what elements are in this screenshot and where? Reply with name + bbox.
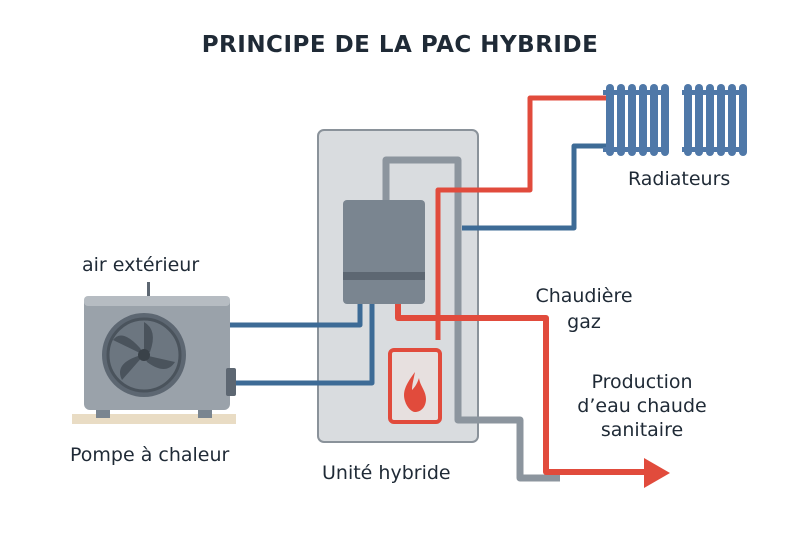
boiler-module [343, 200, 425, 304]
radiator-icon [603, 84, 669, 156]
outside-air-label: air extérieur [82, 254, 200, 276]
dhw-label-line2: d’eau chaude [577, 395, 707, 417]
grey-pipe-top [382, 156, 560, 482]
hot-pipe-dhw [395, 300, 648, 475]
dhw-arrow-head [644, 458, 670, 488]
boiler-label-line2: gaz [567, 311, 601, 333]
cold-pipe-hp-lower [232, 300, 375, 386]
boiler-module-band [343, 272, 425, 280]
flame-box [388, 348, 442, 424]
fan-icon [102, 313, 186, 397]
hybrid-unit-label: Unité hybride [322, 462, 451, 484]
boiler-label-line1: Chaudière [535, 285, 633, 307]
flame-icon [404, 372, 426, 412]
radiator-icon [682, 84, 747, 156]
cold-pipe-radiators [462, 143, 610, 231]
heat-pump-unit [72, 282, 236, 424]
cold-pipe-hp-upper [226, 300, 363, 328]
hot-pipe-radiators [435, 95, 610, 340]
heat-pump-label: Pompe à chaleur [70, 444, 230, 466]
radiators-label: Radiateurs [628, 168, 731, 190]
page-title: PRINCIPE DE LA PAC HYBRIDE [201, 32, 599, 58]
dhw-label-line3: sanitaire [600, 419, 684, 441]
dhw-label-line1: Production [591, 371, 693, 393]
